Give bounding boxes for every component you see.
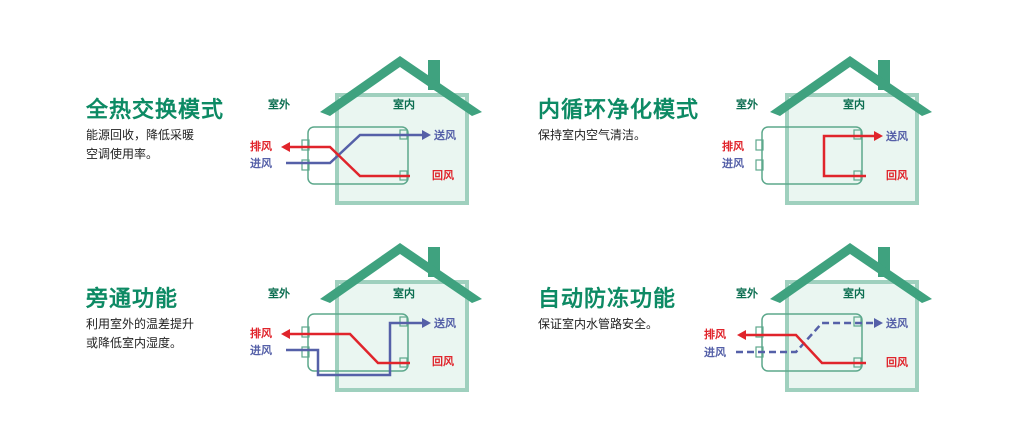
- mode-description-line: 能源回收，降低采暖: [86, 128, 195, 142]
- supply-air-label: 送风: [885, 129, 908, 143]
- intake-air-label: 进风: [250, 156, 272, 170]
- mode-title: 内循环净化模式: [538, 98, 700, 123]
- outdoor-label: 室外: [268, 286, 290, 300]
- mode-title: 全热交换模式: [86, 98, 225, 123]
- mode-description-line: 利用室外的温差提升: [86, 317, 195, 331]
- intake-air-label: 进风: [250, 343, 272, 357]
- arrow-head: [874, 131, 883, 141]
- recirculation-line: [822, 134, 874, 178]
- indoor-label: 室内: [393, 286, 415, 300]
- indoor-label: 室内: [843, 97, 865, 111]
- outdoor-label: 室外: [736, 286, 758, 300]
- mode-description-line: 空调使用率。: [86, 147, 159, 161]
- house-diagram: 室外 室内 排风 进风 送风 回风: [704, 243, 932, 392]
- house-diagram: 室外 室内 排风 进风 送风 回风: [722, 56, 932, 205]
- mode-title: 旁通功能: [86, 287, 179, 312]
- exhaust-air-label: 排风: [250, 139, 272, 153]
- arrow-head: [281, 329, 290, 339]
- mode-title: 自动防冻功能: [538, 287, 677, 312]
- bypass-fresh-air-line: [286, 321, 422, 377]
- exhaust-air-label: 排风: [704, 327, 726, 341]
- exhaust-air-line: [290, 332, 410, 365]
- house-diagram: 室外 室内 排风 进风 送风 回风: [250, 56, 482, 205]
- intake-air-label: 进风: [704, 345, 726, 359]
- exhaust-air-label: 排风: [722, 139, 744, 153]
- arrow-head: [737, 330, 746, 340]
- supply-air-label: 送风: [433, 316, 456, 330]
- mode-panel-bypass: 旁通功能 利用室外的温差提升 或降低室内湿度。 室外 室内 排风 进风 送风 回…: [0, 0, 500, 392]
- mode-description-line: 保证室内水管路安全。: [538, 317, 659, 331]
- indoor-label: 室内: [843, 286, 865, 300]
- house-shape: [770, 56, 932, 205]
- exhaust-air-line: [746, 333, 866, 365]
- mode-description-line: 保持室内空气清洁。: [538, 128, 647, 142]
- ventilation-unit: [301, 313, 409, 372]
- house-shape: [770, 243, 932, 392]
- supply-air-label: 送风: [433, 128, 456, 142]
- outdoor-label: 室外: [736, 97, 758, 111]
- return-air-label: 回风: [886, 355, 908, 369]
- supply-air-label: 送风: [885, 316, 908, 330]
- mode-panel-internal-circulation: 内循环净化模式 保持室内空气清洁。 室外 室内 排风 进风 送风 回风: [0, 0, 932, 205]
- arrow-head: [281, 142, 290, 152]
- mode-panel-full-heat-exchange: 全热交换模式 能源回收，降低采暖 空调使用率。 室外 室内 排风 进风 送风 回…: [0, 0, 500, 205]
- mode-description-line: 或降低室内湿度。: [86, 336, 183, 350]
- exhaust-air-label: 排风: [250, 326, 272, 340]
- fresh-air-line: [286, 133, 422, 165]
- return-air-label: 回风: [886, 168, 908, 182]
- intake-air-label: 进风: [722, 156, 744, 170]
- house-shape: [320, 56, 482, 205]
- arrow-head: [422, 130, 431, 140]
- return-air-label: 回风: [432, 168, 454, 182]
- arrow-head: [422, 318, 431, 328]
- arrow-head: [874, 318, 883, 328]
- indoor-label: 室内: [393, 97, 415, 111]
- fresh-air-line-dashed: [736, 321, 874, 354]
- house-shape: [320, 243, 482, 392]
- mode-panel-anti-freeze: 自动防冻功能 保证室内水管路安全。 室外 室内 排风 进风 送风 回风: [0, 0, 932, 392]
- exhaust-air-line: [290, 145, 410, 178]
- outdoor-label: 室外: [268, 97, 290, 111]
- house-diagram: 室外 室内 排风 进风 送风 回风: [250, 243, 482, 392]
- return-air-label: 回风: [432, 354, 454, 368]
